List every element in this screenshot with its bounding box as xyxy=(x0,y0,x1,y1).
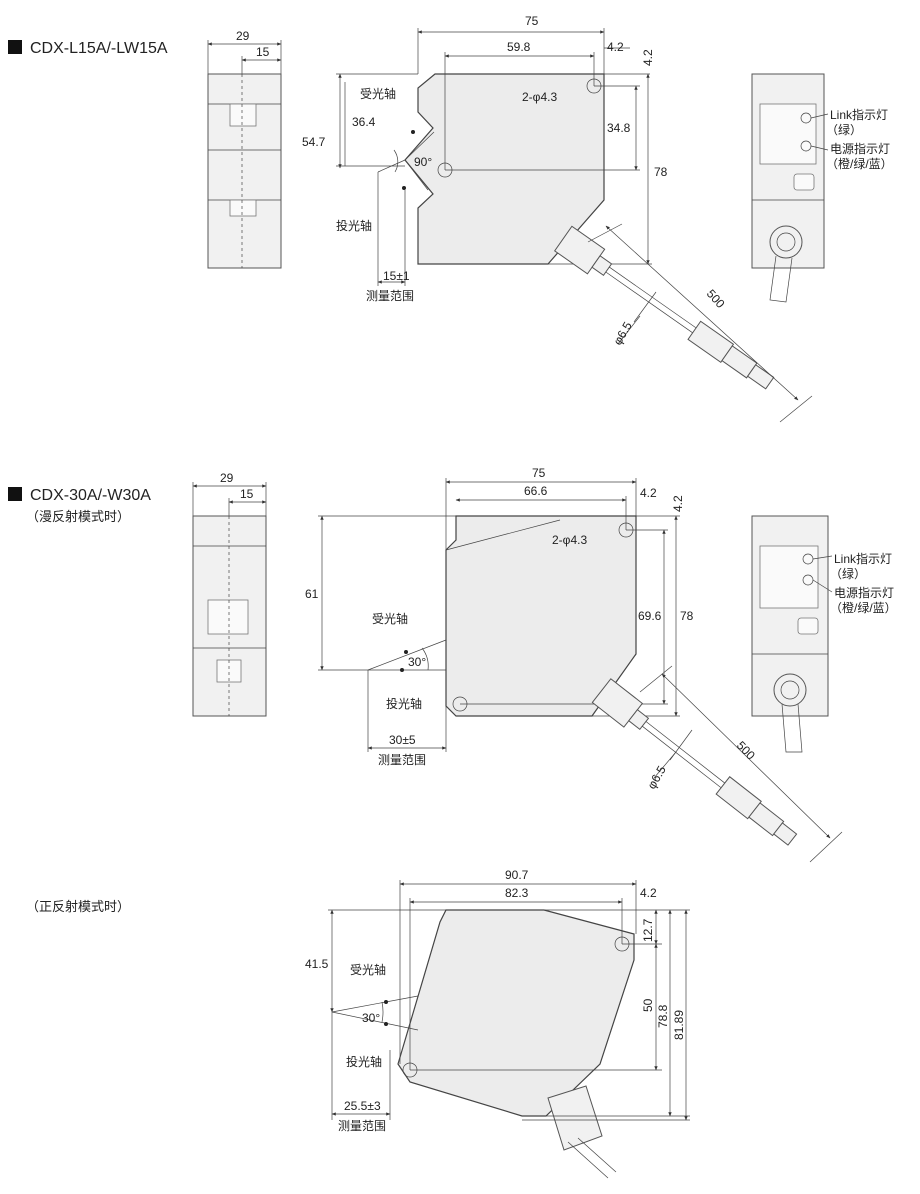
link-indicator-label: Link指示灯 xyxy=(834,551,892,566)
dim-81-89: 81.89 xyxy=(672,1010,686,1040)
side-view-1: 29 15 xyxy=(207,29,282,269)
dim-61: 61 xyxy=(305,587,319,601)
dim-30deg: 30° xyxy=(362,1011,380,1025)
dim-4-2-b: 4.2 xyxy=(671,495,685,512)
dim-4-2-b: 4.2 xyxy=(641,49,655,66)
indicator-view-2: Link指示灯 （绿） 电源指示灯 （橙/绿/蓝） xyxy=(751,515,897,753)
title-square-icon xyxy=(8,40,22,54)
link-indicator-label: Link指示灯 xyxy=(830,107,888,122)
dim-54-7: 54.7 xyxy=(302,135,326,149)
receive-axis-label: 受光轴 xyxy=(360,86,396,101)
dim-90-7: 90.7 xyxy=(505,868,529,882)
dim-cable-dia: φ6.5 xyxy=(610,319,635,347)
dim-69-6: 69.6 xyxy=(638,609,662,623)
section-3-subtitle: （正反射模式时） xyxy=(26,899,130,914)
dim-75: 75 xyxy=(532,466,546,480)
dim-82-3: 82.3 xyxy=(505,886,529,900)
dim-59-8: 59.8 xyxy=(507,40,531,54)
dim-90deg: 90° xyxy=(414,155,432,169)
range-label: 测量范围 xyxy=(366,289,414,303)
main-view-2: 75 66.6 4.2 4.2 61 69.6 78 30° 30±5 500 … xyxy=(305,466,843,863)
link-indicator-color: （绿） xyxy=(830,566,866,581)
range-label: 测量范围 xyxy=(378,753,426,767)
dim-41-5: 41.5 xyxy=(305,957,329,971)
dim-range: 15±1 xyxy=(383,269,410,283)
side-dim-width: 29 xyxy=(236,29,250,43)
power-indicator-label: 电源指示灯 xyxy=(830,141,890,156)
receive-axis-label: 受光轴 xyxy=(350,962,386,977)
dim-4-2-a: 4.2 xyxy=(640,486,657,500)
dim-range: 25.5±3 xyxy=(344,1099,381,1113)
dim-cable-length: 500 xyxy=(734,738,758,762)
power-indicator-color: （橙/绿/蓝） xyxy=(830,600,897,615)
side-dim-offset: 15 xyxy=(240,487,254,501)
main-view-1: 75 59.8 4.2 4.2 54.7 36.4 34.8 78 90° 15… xyxy=(302,14,813,423)
dim-30deg: 30° xyxy=(408,655,426,669)
section-2-title: CDX-30A/-W30A xyxy=(30,487,151,504)
section-2-subtitle: （漫反射模式时） xyxy=(26,509,130,524)
receive-axis-label: 受光轴 xyxy=(372,611,408,626)
hole-label: 2-φ4.3 xyxy=(522,90,557,104)
emit-axis-label: 投光轴 xyxy=(386,696,422,711)
dim-36-4: 36.4 xyxy=(352,115,376,129)
dim-cable-dia: φ6.5 xyxy=(644,763,669,791)
hole-label: 2-φ4.3 xyxy=(552,533,587,547)
dim-4-2: 4.2 xyxy=(640,886,657,900)
power-indicator-color: （橙/绿/蓝） xyxy=(826,156,893,171)
dim-78-8: 78.8 xyxy=(656,1004,670,1028)
section-1: CDX-L15A/-LW15A 29 15 xyxy=(8,14,893,423)
dim-cable-length: 500 xyxy=(704,287,728,311)
section-1-title: CDX-L15A/-LW15A xyxy=(30,40,168,57)
range-label: 测量范围 xyxy=(338,1119,386,1133)
indicator-view-1: Link指示灯 （绿） 电源指示灯 （橙/绿/蓝） xyxy=(751,73,893,303)
side-dim-offset: 15 xyxy=(256,45,270,59)
dim-50: 50 xyxy=(641,998,655,1012)
dim-66-6: 66.6 xyxy=(524,484,548,498)
side-view-2: 29 15 xyxy=(192,471,267,717)
main-view-3: 90.7 82.3 4.2 12.7 41.5 50 78.8 81.89 30… xyxy=(305,868,690,1179)
dim-range: 30±5 xyxy=(389,733,416,747)
power-indicator-label: 电源指示灯 xyxy=(834,585,894,600)
dim-34-8: 34.8 xyxy=(607,121,631,135)
title-square-icon xyxy=(8,487,22,501)
emit-axis-label: 投光轴 xyxy=(336,218,372,233)
dim-4-2-a: 4.2 xyxy=(607,40,624,54)
dim-12-7: 12.7 xyxy=(641,918,655,942)
side-dim-width: 29 xyxy=(220,471,234,485)
dim-75: 75 xyxy=(525,14,539,28)
dim-78: 78 xyxy=(654,165,668,179)
section-3: （正反射模式时） xyxy=(26,868,690,1179)
dim-78: 78 xyxy=(680,609,694,623)
link-indicator-color: （绿） xyxy=(826,122,862,137)
emit-axis-label: 投光轴 xyxy=(346,1054,382,1069)
section-2: CDX-30A/-W30A （漫反射模式时） 29 15 xyxy=(8,466,897,863)
